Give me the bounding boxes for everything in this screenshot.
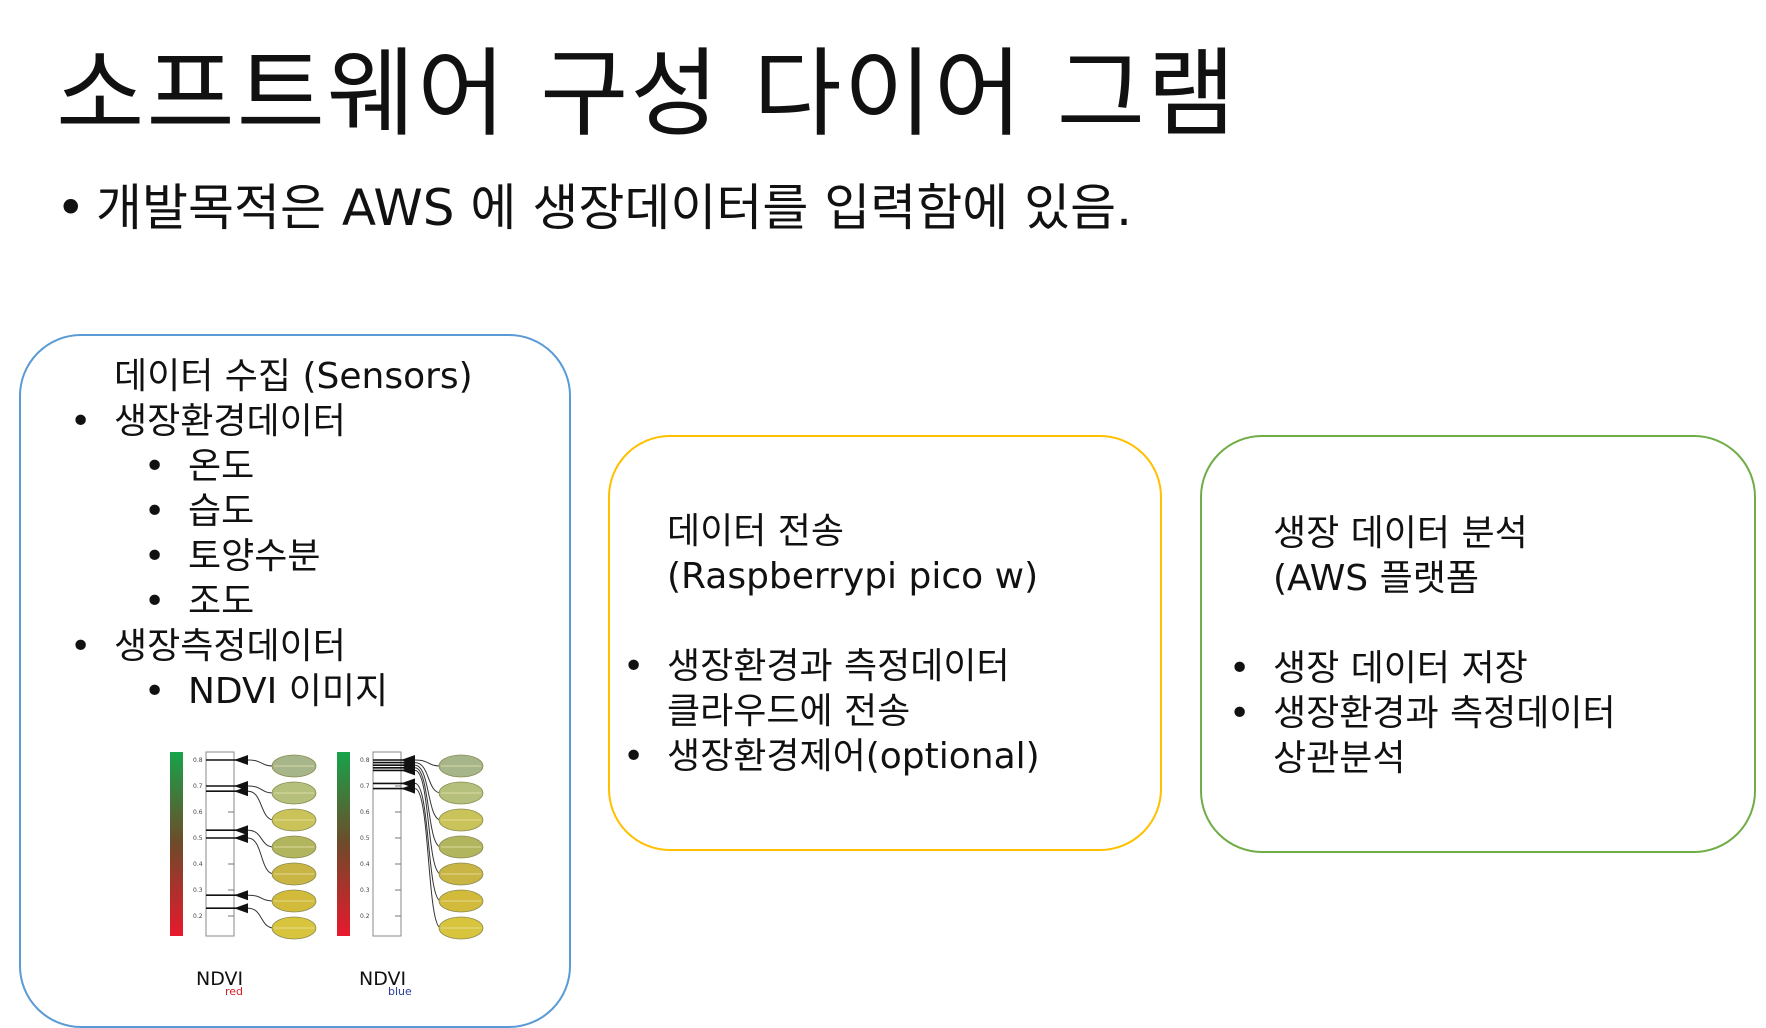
ndvi-connector [414, 759, 442, 767]
ndvi-connector [247, 759, 275, 767]
data-transfer-title: 데이터 전송 [667, 511, 845, 552]
item-correlation-analysis: 생장환경과 측정데이터 상관분석 [1229, 691, 1616, 781]
ndvi-connector [414, 762, 442, 794]
ndvi-tick-label: 0.6 [193, 809, 203, 816]
data-collection-card: 데이터 수집 (Sensors) 생장환경데이터 온도 습도 토양수분 조도 생… [19, 334, 571, 1028]
ndvi-red-caption: NDVI [196, 968, 244, 990]
ndvi-red-subscript: red [225, 985, 244, 998]
data-transfer-device: (Raspberrypi pico w) [667, 556, 1039, 597]
ndvi-connector [247, 790, 275, 821]
ndvi-connector [414, 767, 442, 848]
ndvi-arrowhead [234, 833, 248, 843]
group-growth-measurement-data: 생장측정데이터 NDVI 이미지 [70, 624, 473, 714]
item-store-growth-data: 생장 데이터 저장 [1229, 646, 1616, 691]
ndvi-blue-caption: NDVI [359, 968, 407, 990]
ndvi-arrowhead [234, 786, 248, 797]
ndvi-arrowhead [401, 783, 415, 794]
ndvi-tick-label: 0.2 [360, 913, 370, 920]
ndvi-blue-subscript: blue [388, 985, 412, 998]
group-environment-data: 생장환경데이터 온도 습도 토양수분 조도 [70, 399, 473, 624]
item-temperature: 온도 [144, 444, 473, 489]
item-ndvi-image: NDVI 이미지 [144, 669, 473, 714]
ndvi-gradient-bar [170, 752, 183, 936]
ndvi-arrowhead [401, 765, 415, 776]
analysis-item-list: 생장 데이터 저장 생장환경과 측정데이터 상관분석 [1229, 646, 1616, 781]
ndvi-tick-label: 0.5 [193, 835, 203, 842]
ndvi-arrowhead [234, 825, 248, 836]
ndvi-red-scale: 0.8 0.7 0.6 0.5 0.4 0.3 0.2 [170, 751, 317, 940]
ndvi-blue-panel: 0.8 0.7 0.6 0.5 0.4 0.3 0.2 NDVI blue [335, 742, 500, 1002]
environment-data-list: 온도 습도 토양수분 조도 [114, 444, 473, 624]
ndvi-figure: 0.8 0.7 0.6 0.5 0.4 0.3 0.2 NDVI red 0.8 0.7 0.6… [168, 742, 508, 1002]
ndvi-gradient-bar [337, 752, 350, 936]
ndvi-red-panel: 0.8 0.7 0.6 0.5 0.4 0.3 0.2 NDVI red [168, 742, 333, 1002]
ndvi-tick-label: 0.6 [360, 809, 370, 816]
item-send-to-cloud: 생장환경과 측정데이터 클라우드에 전송 [623, 644, 1040, 734]
ndvi-connector [414, 764, 442, 821]
slide-title: 소프트웨어 구성 다이어 그램 [56, 38, 1238, 150]
ndvi-blue-scale: 0.8 0.7 0.6 0.5 0.4 0.3 0.2 [337, 751, 484, 940]
ndvi-connector [414, 769, 442, 875]
ndvi-connector [247, 894, 275, 902]
collection-group-list: 생장환경데이터 온도 습도 토양수분 조도 생장측정데이터 NDVI 이미지 [70, 399, 473, 714]
ndvi-scale-box [205, 751, 235, 937]
item-illuminance: 조도 [144, 579, 473, 624]
ndvi-arrowhead [234, 755, 248, 765]
item-environment-control: 생장환경제어(optional) [623, 734, 1040, 779]
ndvi-connector [247, 829, 275, 848]
ndvi-tick-label: 0.5 [360, 835, 370, 842]
ndvi-tick-label: 0.8 [193, 757, 203, 764]
ndvi-tick-label: 0.8 [360, 757, 370, 764]
subtitle-text: 개발목적은 AWS 에 생장데이터를 입력함에 있음. [96, 179, 1133, 237]
ndvi-tick-label: 0.7 [360, 783, 370, 790]
data-collection-title: 데이터 수집 (Sensors) [114, 356, 473, 397]
item-soil-moisture: 토양수분 [144, 534, 473, 579]
data-analysis-title: 생장 데이터 분석 [1273, 513, 1528, 554]
data-transfer-card: 데이터 전송 (Raspberrypi pico w) 생장환경과 측정데이터 … [608, 435, 1162, 851]
ndvi-arrowhead [234, 890, 248, 901]
ndvi-tick-label: 0.3 [193, 887, 203, 894]
ndvi-connector [247, 837, 275, 875]
item-humidity: 습도 [144, 489, 473, 534]
ndvi-arrowhead [234, 903, 248, 914]
data-analysis-card: 생장 데이터 분석 (AWS 플랫폼 생장 데이터 저장 생장환경과 측정데이터… [1200, 435, 1756, 853]
ndvi-tick-label: 0.7 [193, 783, 203, 790]
ndvi-tick-label: 0.3 [360, 887, 370, 894]
ndvi-connector [247, 907, 275, 929]
slide-subtitle: •개발목적은 AWS 에 생장데이터를 입력함에 있음. [56, 178, 1132, 238]
ndvi-connector [414, 782, 442, 902]
transfer-item-list: 생장환경과 측정데이터 클라우드에 전송 생장환경제어(optional) [623, 644, 1040, 779]
ndvi-tick-label: 0.4 [360, 861, 370, 868]
ndvi-connector [247, 785, 275, 794]
growth-measurement-list: NDVI 이미지 [114, 669, 473, 714]
ndvi-tick-label: 0.2 [193, 913, 203, 920]
ndvi-scale-box [372, 751, 402, 937]
subtitle-bullet: • [56, 179, 86, 237]
data-analysis-platform: (AWS 플랫폼 [1273, 558, 1479, 599]
ndvi-tick-label: 0.4 [193, 861, 203, 868]
ndvi-connector [414, 788, 442, 929]
